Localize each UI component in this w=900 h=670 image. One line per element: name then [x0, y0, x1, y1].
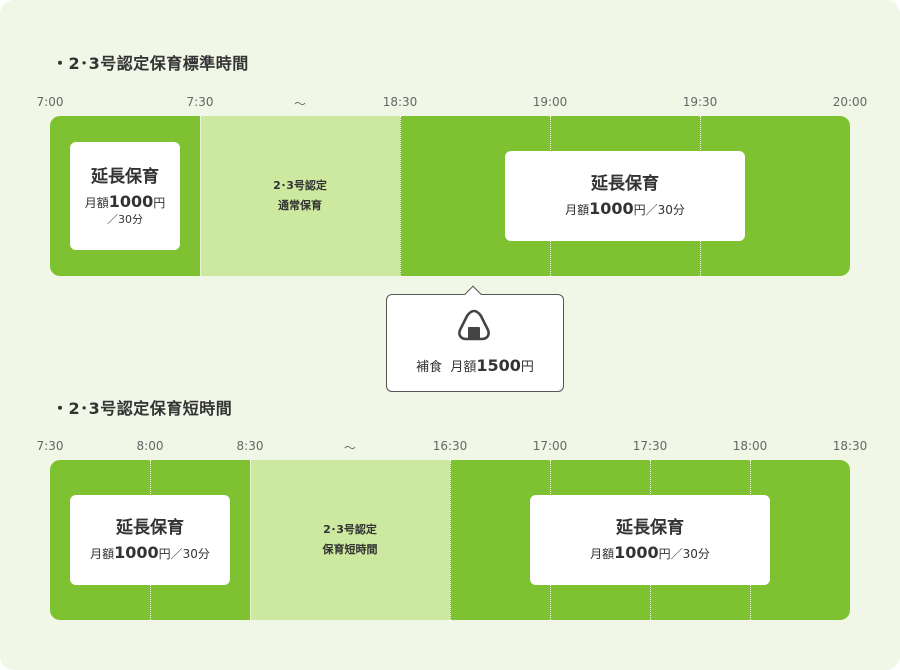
short-evening-extended-title: 延長保育	[616, 517, 684, 538]
short-regular-care-label: 2･3号認定 保育短時間	[323, 520, 378, 560]
standard-regular-care-label-line2: 通常保育	[278, 199, 322, 212]
onigiri-icon	[458, 309, 490, 341]
standard-regular-care-label: 2･3号認定 通常保育	[273, 176, 327, 216]
standard-tick-range: 〜	[293, 97, 307, 111]
short-morning-extended-box: 延長保育 月額1000円／30分	[70, 495, 230, 585]
standard-section-title: ・2･3号認定保育標準時間	[52, 54, 249, 73]
standard-morning-extended-title: 延長保育	[91, 166, 159, 187]
standard-divider-0730	[200, 116, 201, 276]
short-tick-0800: 8:00	[136, 439, 164, 453]
short-tick-1830: 18:30	[832, 439, 868, 453]
short-morning-extended-price: 月額1000円／30分	[90, 542, 210, 562]
standard-tick-0730: 7:30	[186, 95, 214, 109]
meal-price-prefix: 月額	[450, 360, 477, 375]
standard-evening-extended-box: 延長保育 月額1000円／30分	[505, 151, 745, 241]
short-tick-1700: 17:00	[532, 439, 568, 453]
short-tick-range: 〜	[343, 441, 357, 455]
short-divider-1630	[450, 460, 451, 620]
short-tick-1800: 18:00	[732, 439, 768, 453]
short-evening-extended-price: 月額1000円／30分	[590, 542, 710, 562]
standard-divider-1830	[400, 116, 401, 276]
short-tick-0830: 8:30	[236, 439, 264, 453]
short-tick-0730: 7:30	[36, 439, 64, 453]
short-tick-1630: 16:30	[432, 439, 468, 453]
short-tick-1730: 17:30	[632, 439, 668, 453]
meal-label: 補食	[416, 360, 443, 375]
standard-tick-2000: 20:00	[832, 95, 868, 109]
standard-regular-care-segment: 2･3号認定 通常保育	[200, 116, 400, 276]
short-evening-extended-box: 延長保育 月額1000円／30分	[530, 495, 770, 585]
meal-price-text: 補食 月額1500円	[386, 356, 564, 375]
short-regular-care-segment: 2･3号認定 保育短時間	[250, 460, 450, 620]
short-regular-care-label-line2: 保育短時間	[322, 543, 378, 556]
short-morning-extended-title: 延長保育	[116, 517, 184, 538]
standard-timeline-bar: 2･3号認定 通常保育 延長保育 月額1000円 ／30分 延長保育 月額100…	[50, 116, 850, 276]
standard-evening-extended-title: 延長保育	[591, 173, 659, 194]
short-section-title: ・2･3号認定保育短時間	[52, 399, 233, 418]
standard-tick-0700: 7:00	[36, 95, 64, 109]
standard-regular-care-label-line1: 2･3号認定	[273, 179, 327, 192]
standard-morning-extended-price: 月額1000円	[84, 191, 166, 211]
standard-tick-1900: 19:00	[532, 95, 568, 109]
standard-morning-extended-box: 延長保育 月額1000円 ／30分	[70, 142, 180, 250]
short-regular-care-label-line1: 2･3号認定	[323, 523, 377, 536]
short-timeline-bar: 2･3号認定 保育短時間 延長保育 月額1000円／30分 延長保育 月額100…	[50, 460, 850, 620]
short-divider-0830	[250, 460, 251, 620]
standard-morning-extended-per: ／30分	[107, 212, 143, 226]
meal-price-amount: 1500	[476, 356, 521, 375]
standard-tick-1930: 19:30	[682, 95, 718, 109]
standard-tick-1830: 18:30	[382, 95, 418, 109]
standard-evening-extended-price: 月額1000円／30分	[565, 198, 685, 218]
meal-price-unit: 円	[520, 360, 534, 375]
